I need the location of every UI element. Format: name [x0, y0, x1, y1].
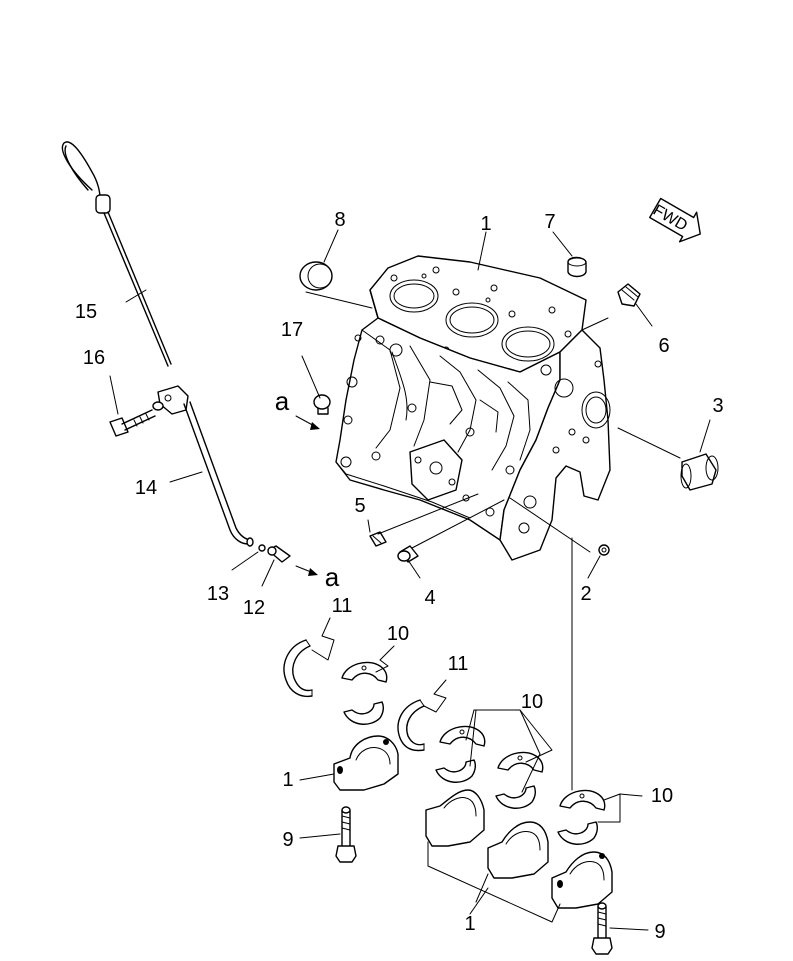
dipstick-guide	[157, 385, 254, 547]
plug-7	[567, 256, 587, 278]
plug-6	[617, 283, 641, 307]
expansion-plug-8	[299, 261, 333, 291]
label-14: 14	[135, 477, 157, 499]
camshaft-bushing-3	[680, 453, 719, 491]
label-6: 6	[658, 335, 669, 357]
label-12: 12	[243, 597, 265, 619]
label-7: 7	[544, 211, 555, 233]
label-2: 2	[580, 583, 591, 605]
main-bearing-10-mid-a	[435, 725, 486, 783]
plug-17	[313, 394, 331, 415]
main-bearing-10-top	[341, 661, 388, 725]
main-bearing-10-mid-b	[495, 751, 544, 809]
label-16: 16	[83, 347, 105, 369]
label-11-right: 11	[448, 653, 469, 675]
seal-ring-13	[258, 544, 266, 552]
cap-bolt-9-right	[591, 902, 613, 955]
view-arrow-a-bottom	[295, 565, 318, 576]
label-5: 5	[354, 495, 365, 517]
label-10-mid: 10	[521, 691, 543, 713]
callout-labels: 1 8 7 6 3 17 15 16 14 a a 5 4 2 13 12 11…	[75, 209, 724, 943]
label-10-right: 10	[651, 785, 673, 807]
plug-5	[369, 531, 387, 547]
main-bearing-cap-left	[333, 735, 399, 791]
main-bearing-10-right	[557, 789, 606, 845]
label-13: 13	[207, 583, 229, 605]
main-bearing-cap-a	[425, 789, 485, 847]
label-3: 3	[712, 395, 723, 417]
label-15: 15	[75, 301, 97, 323]
plug-2	[598, 544, 610, 556]
union-12	[267, 545, 291, 563]
label-a-bottom: a	[325, 562, 340, 592]
label-1-cap-bottom: 1	[464, 913, 475, 935]
label-11-left: 11	[332, 595, 353, 617]
leader-lines	[109, 229, 711, 931]
plug-4	[397, 545, 419, 563]
bolt-16	[109, 401, 164, 437]
main-bearing-cap-b	[487, 821, 549, 879]
label-8: 8	[334, 209, 345, 231]
label-9-left: 9	[282, 829, 293, 851]
label-17: 17	[281, 319, 303, 341]
label-10-top: 10	[387, 623, 409, 645]
label-1-block: 1	[480, 213, 491, 235]
label-9-right: 9	[654, 921, 665, 943]
cylinder-block	[335, 255, 611, 561]
label-1-cap-left: 1	[282, 769, 293, 791]
main-bearing-cap-c	[551, 851, 613, 909]
label-a-top: a	[275, 386, 290, 416]
view-arrow-a-top	[295, 415, 320, 430]
dipstick	[61, 141, 172, 367]
label-4: 4	[424, 587, 435, 609]
cap-bolt-9-left	[335, 806, 357, 863]
fwd-arrow-icon: FWD	[649, 197, 701, 243]
thrust-washer-11-right	[397, 699, 425, 752]
thrust-washer-11-left	[283, 639, 313, 698]
